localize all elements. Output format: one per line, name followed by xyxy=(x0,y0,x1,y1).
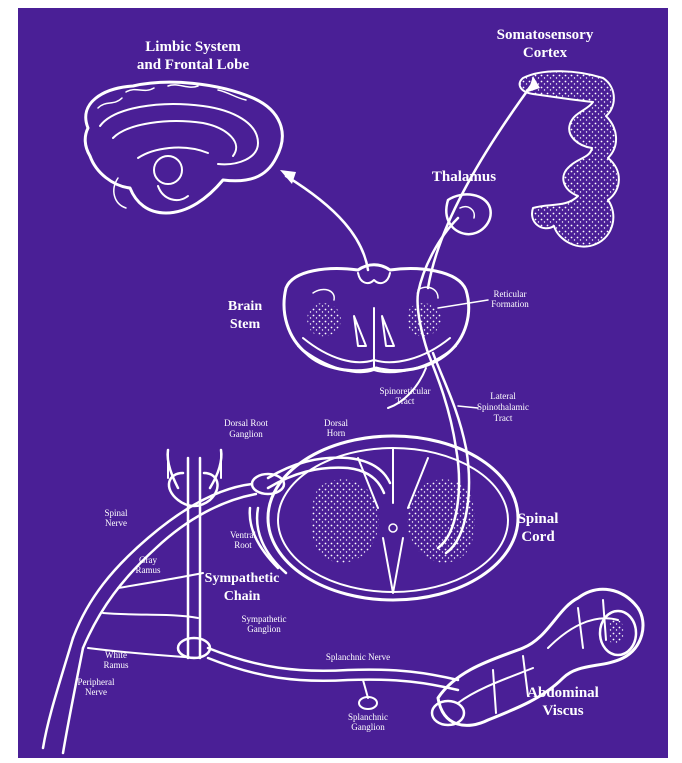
label-peripheral: Peripheral xyxy=(78,677,115,687)
brainstem-drawing xyxy=(284,265,469,372)
somatosensory-cortex-drawing xyxy=(520,71,619,246)
label-peripheral-nerve: Nerve xyxy=(85,687,107,697)
label-lateral: Lateral xyxy=(490,391,516,401)
label-spinal-cord-1: Spinal xyxy=(518,511,559,527)
label-root: Root xyxy=(234,540,252,550)
label-nerve: Nerve xyxy=(105,518,127,528)
label-frontal-lobe: and Frontal Lobe xyxy=(137,57,250,73)
diagram-panel: Limbic System and Frontal Lobe Somatosen… xyxy=(18,8,668,758)
label-horn: Horn xyxy=(327,428,346,438)
label-sympathetic-ganglion-2: Ganglion xyxy=(247,624,281,634)
label-splanchnic-ganglion: Ganglion xyxy=(351,722,385,732)
label-spinal: Spinal xyxy=(104,508,128,518)
label-reticular: Reticular xyxy=(494,289,527,299)
label-thalamus: Thalamus xyxy=(432,169,496,185)
label-abdominal: Abdominal xyxy=(527,685,599,701)
spinal-cord-drawing xyxy=(268,436,518,600)
label-spinoreticular-tract: Tract xyxy=(396,396,415,406)
label-somatosensory: Somatosensory xyxy=(497,27,594,43)
label-cortex: Cortex xyxy=(523,45,568,61)
label-gray: Gray xyxy=(139,555,157,565)
labels: Limbic System and Frontal Lobe Somatosen… xyxy=(78,27,599,732)
label-spinoreticular: Spinoreticular xyxy=(380,386,431,396)
label-spinothalamic-tract: Tract xyxy=(494,413,513,423)
label-spinothalamic: Spinothalamic xyxy=(477,402,529,412)
label-white: White xyxy=(105,650,127,660)
label-splanchnic-nerve: Splanchnic Nerve xyxy=(326,652,390,662)
abdominal-viscus-drawing xyxy=(432,589,643,725)
label-dorsal: Dorsal xyxy=(324,418,348,428)
label-formation: Formation xyxy=(491,299,529,309)
label-brain: Brain xyxy=(228,299,262,314)
label-sympathetic: Sympathetic xyxy=(205,571,280,586)
limbic-brain-drawing xyxy=(85,82,282,213)
label-white-ramus: Ramus xyxy=(103,660,128,670)
label-stem: Stem xyxy=(230,317,261,332)
label-ganglion: Ganglion xyxy=(229,429,263,439)
label-spinal-cord-2: Cord xyxy=(521,529,555,545)
label-splanchnic: Splanchnic xyxy=(348,712,388,722)
label-dorsal-root: Dorsal Root xyxy=(224,418,268,428)
sympathetic-chain xyxy=(168,450,222,658)
label-ventral: Ventral xyxy=(230,530,256,540)
label-sympathetic-ganglion-1: Sympathetic xyxy=(242,614,287,624)
label-viscus: Viscus xyxy=(542,703,583,719)
label-gray-ramus: Ramus xyxy=(135,565,160,575)
label-chain: Chain xyxy=(224,589,261,604)
pain-pathway-diagram: Limbic System and Frontal Lobe Somatosen… xyxy=(18,8,668,758)
label-limbic-system: Limbic System xyxy=(145,39,241,55)
